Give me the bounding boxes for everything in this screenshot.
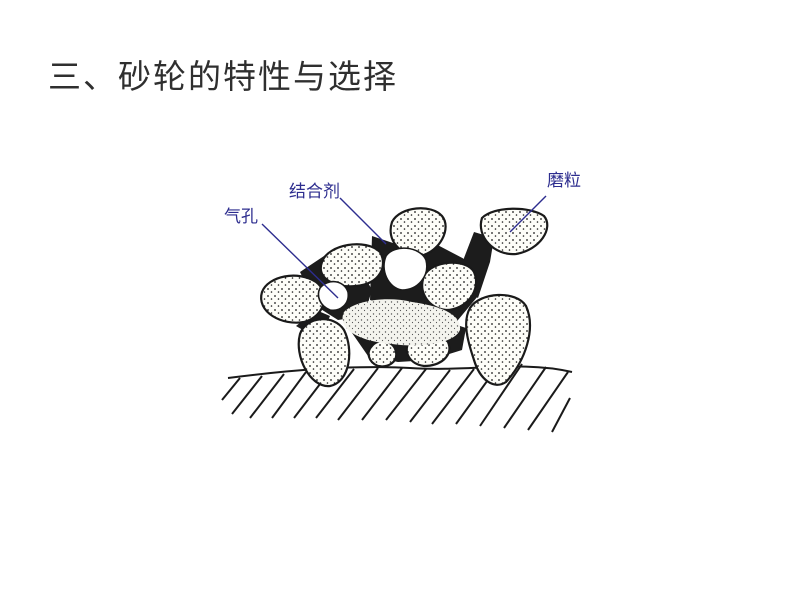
pore-label: 气孔 bbox=[224, 207, 258, 227]
grain bbox=[319, 243, 385, 288]
bond-label: 结合剂 bbox=[289, 182, 340, 202]
pore bbox=[383, 247, 428, 291]
grain bbox=[465, 293, 531, 386]
grain bbox=[479, 207, 549, 256]
grain bbox=[260, 274, 326, 324]
grain-leader-line bbox=[509, 195, 547, 233]
pore bbox=[317, 280, 350, 312]
grain bbox=[367, 340, 398, 368]
grain bbox=[297, 318, 351, 388]
workpiece bbox=[221, 363, 573, 433]
grain-label: 磨粒 bbox=[547, 171, 581, 191]
grain bbox=[389, 207, 447, 258]
pore bbox=[342, 299, 461, 346]
workpiece-hatch bbox=[221, 363, 571, 433]
bond-leader-line bbox=[339, 197, 387, 245]
slide-title: 三、砂轮的特性与选择 bbox=[48, 57, 398, 96]
pore-leader-line bbox=[261, 223, 339, 299]
grain bbox=[421, 261, 478, 312]
